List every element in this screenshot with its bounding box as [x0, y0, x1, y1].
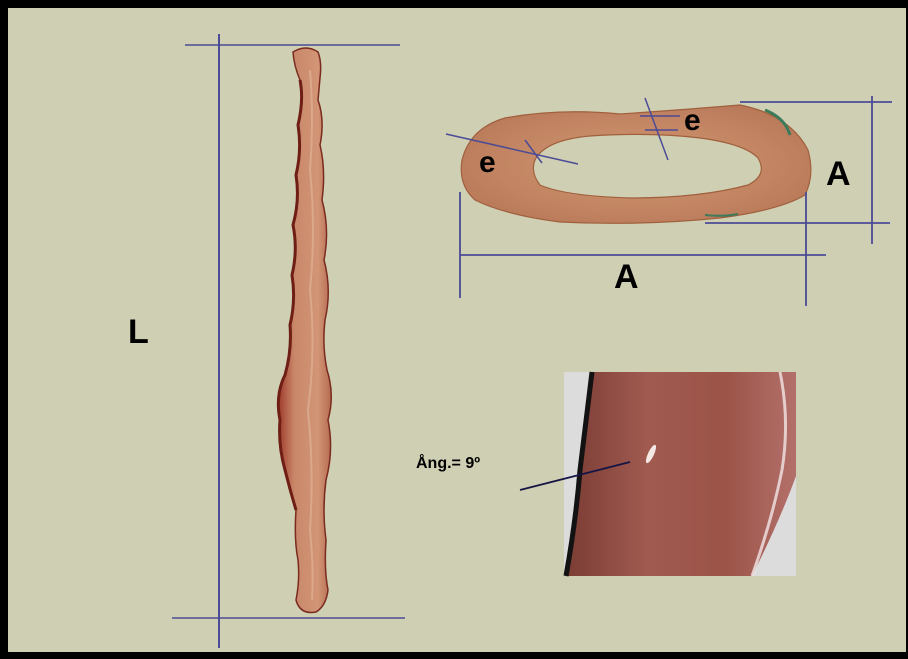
length-measure	[172, 34, 405, 648]
micrograph-inset	[520, 372, 796, 576]
fiber-body	[278, 48, 331, 613]
width-horizontal-label: A	[614, 258, 639, 296]
thickness-label-1: e	[479, 146, 496, 179]
thickness-label-2: e	[684, 104, 701, 137]
fiber-diagram: L e e A A Ång.= 9º	[8, 8, 906, 652]
figure-frame: L e e A A Ång.= 9º	[8, 8, 906, 652]
angle-label: Ång.= 9º	[416, 453, 480, 472]
cross-section-ring	[461, 105, 811, 223]
width-vertical-label: A	[826, 155, 851, 193]
fiber-longitudinal	[278, 48, 331, 613]
length-label: L	[128, 313, 149, 351]
fiber-cross-section	[461, 105, 811, 223]
